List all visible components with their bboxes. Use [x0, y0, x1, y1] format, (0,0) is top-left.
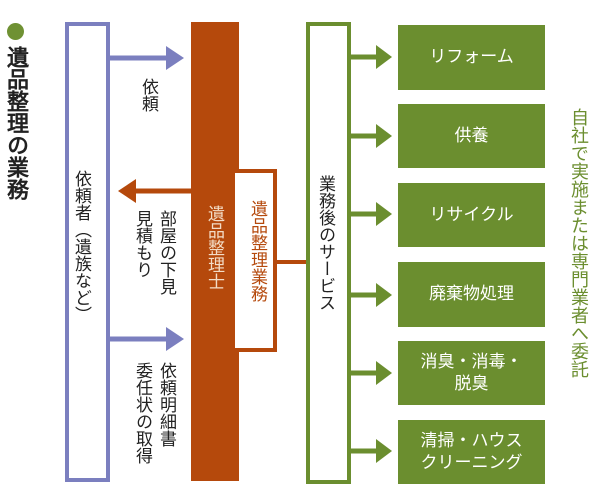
service-arrow: [347, 283, 392, 307]
service-box-memorial: 供養: [398, 104, 545, 168]
title-bullet-icon: [7, 23, 24, 40]
request-label: 依頼: [138, 78, 158, 112]
inspection-label-line2: 見積もり: [132, 210, 152, 278]
documents-label-line2: 委任状の取得: [132, 362, 152, 464]
requester-label: 依頼者（遺族など）: [71, 170, 91, 323]
organizer-pillar: [191, 22, 239, 481]
documents-arrow: [104, 327, 184, 351]
service-arrow: [347, 361, 392, 385]
request-arrow: [104, 46, 184, 70]
after-service-box: [306, 22, 351, 484]
service-box-reform: リフォーム: [398, 25, 545, 90]
after-service-label: 業務後のサービス: [315, 175, 335, 311]
organizer-label: 遺品整理士: [204, 205, 224, 290]
inspection-label-line1: 部屋の下見: [156, 210, 176, 295]
service-box-deodorize: 消臭・消毒・ 脱臭: [398, 341, 545, 405]
requester-box: [65, 22, 110, 482]
service-box-waste: 廃棄物処理: [398, 262, 545, 327]
organizer-task-label: 遺品整理業務: [247, 200, 267, 302]
service-arrow: [347, 124, 392, 148]
service-box-recycle: リサイクル: [398, 183, 545, 247]
service-arrow: [347, 439, 392, 463]
organizer-task-bracket: [235, 169, 277, 352]
service-arrow: [347, 202, 392, 226]
service-arrow: [347, 45, 392, 69]
side-note: 自社で実施または専門業者へ委託: [568, 108, 589, 378]
diagram-title: 遺品整理の業務: [3, 46, 28, 200]
inspection-arrow: [118, 179, 192, 203]
service-box-cleaning: 清掃・ハウス クリーニング: [398, 420, 545, 484]
documents-label-line1: 依頼明細書: [156, 362, 176, 447]
